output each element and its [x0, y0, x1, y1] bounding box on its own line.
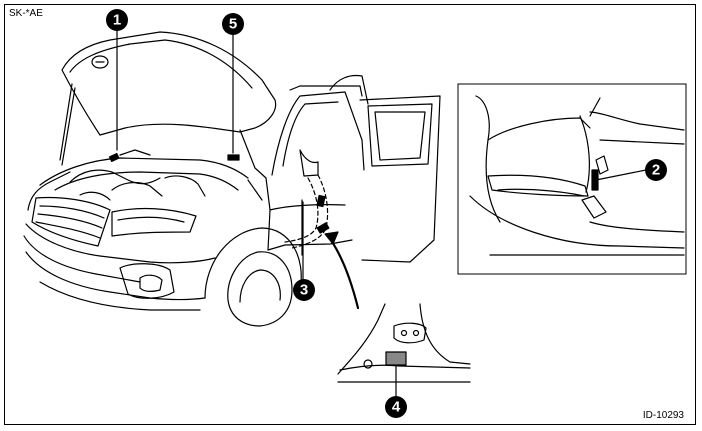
pillar-label-plate — [385, 351, 407, 366]
callout-2: 2 — [645, 159, 667, 181]
callout-3-label: 3 — [300, 282, 308, 299]
callout-5: 5 — [222, 13, 244, 35]
callout-3: 3 — [293, 279, 315, 301]
figure-id: ID-10293 — [642, 410, 684, 421]
callout-4-label: 4 — [392, 399, 401, 416]
open-door — [359, 95, 441, 263]
callout-2-label: 2 — [652, 162, 660, 179]
figure-frame — [4, 4, 696, 425]
callout-5-label: 5 — [229, 16, 237, 33]
pillar-inset — [337, 303, 471, 383]
front-grille — [31, 196, 111, 247]
corner-code: SK-*AE — [9, 8, 43, 19]
callout-4: 4 — [385, 396, 407, 418]
callout-arrow — [326, 234, 360, 310]
leader-lines — [116, 25, 647, 397]
callout-1: 1 — [106, 9, 128, 31]
seat-inset — [457, 83, 687, 275]
vehicle-illustration — [23, 31, 441, 327]
callout-1-label: 1 — [113, 12, 121, 29]
open-hood — [61, 31, 277, 136]
